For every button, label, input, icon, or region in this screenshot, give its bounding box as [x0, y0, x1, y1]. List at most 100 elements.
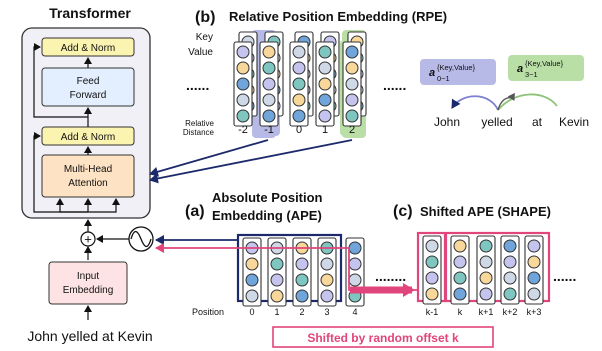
mha-label-2: Attention: [68, 178, 107, 189]
add-norm-top-box: [41, 37, 135, 57]
sinusoid-wave: [130, 230, 152, 248]
a01-sup: {Key,Value}: [437, 63, 476, 72]
embedding-cell: [345, 109, 359, 123]
embedding-cell: [318, 93, 332, 107]
input-embedding-label-1: Input: [77, 271, 99, 282]
embedding-cell: [348, 273, 362, 287]
a01-base: a: [429, 67, 435, 79]
feed-forward-label-2: Forward: [70, 90, 107, 101]
relative-distance-value: -1: [264, 124, 274, 136]
shape-column: [450, 235, 470, 305]
transformer-internal-arrows: [33, 43, 120, 320]
embedding-cell: [236, 45, 250, 59]
relative-distance-value: 0: [296, 124, 302, 136]
embedding-cell: [453, 255, 467, 269]
shape-column: [524, 235, 544, 305]
embedding-cell: [348, 257, 362, 271]
ape-position-value: 4: [352, 307, 357, 317]
relative-distance-value: 2: [349, 124, 355, 136]
embedding-cell: [318, 61, 332, 75]
shape-column: [476, 235, 496, 305]
ape-frame: [236, 233, 343, 303]
rpe-value-column: [315, 41, 335, 127]
shape-position-value: k+1: [479, 307, 494, 317]
embedding-cell: [236, 109, 250, 123]
shape-dots: ......: [553, 268, 576, 284]
add-operator-symbol: +: [84, 232, 92, 247]
input-sentence: John yelled at Kevin: [27, 328, 152, 344]
embedding-cell: [425, 271, 439, 285]
position-label: Position: [192, 307, 224, 317]
embedding-cell: [295, 257, 309, 271]
add-operator-circle: [80, 231, 96, 247]
embedding-cell: [292, 109, 306, 123]
embedding-cell: [292, 61, 306, 75]
embedding-cell: [245, 273, 259, 287]
embedding-cell: [318, 109, 332, 123]
embedding-cell: [503, 287, 517, 301]
value-label: Value: [188, 47, 213, 58]
a01-sub: 0−1: [437, 74, 450, 83]
a31-sub: 3−1: [525, 70, 538, 79]
rpe-value-column: [259, 41, 279, 127]
shift-label: Shifted by random offset k: [307, 331, 459, 345]
rpe-value-column: [342, 41, 362, 127]
rpe-dots-left: ......: [186, 77, 209, 93]
embedding-cell: [245, 257, 259, 271]
ape-position-value: 1: [274, 307, 279, 317]
embedding-cell: [479, 287, 493, 301]
embedding-cell: [527, 239, 541, 253]
ape-title-1: Absolute Position: [212, 190, 323, 205]
embedding-cell: [262, 109, 276, 123]
embedding-cell: [503, 239, 517, 253]
embedding-cell: [479, 271, 493, 285]
ape-column: [242, 237, 262, 307]
shape-title: Shifted APE (SHAPE): [420, 204, 551, 219]
key-label: Key: [196, 32, 213, 43]
transformer-title: Transformer: [49, 5, 131, 21]
shape-frame-k: [444, 231, 551, 303]
embedding-cell: [425, 255, 439, 269]
feed-forward-label-1: Feed: [77, 76, 100, 87]
embedding-cell: [320, 257, 334, 271]
embedding-cell: [270, 289, 284, 303]
shape-column: [500, 235, 520, 305]
embedding-cell: [262, 77, 276, 91]
embedding-cell: [503, 255, 517, 269]
embedding-cell: [345, 61, 359, 75]
relative-distance-value: 1: [322, 124, 328, 136]
ape-embedding-columns: [242, 235, 544, 307]
mha-label-1: Multi-Head: [64, 164, 112, 175]
ape-title-2: Embedding (APE): [212, 208, 322, 223]
embedding-cell: [236, 77, 250, 91]
embedding-cell: [262, 93, 276, 107]
embedding-cell: [262, 45, 276, 59]
a31-sup: {Key,Value}: [525, 59, 564, 68]
embedding-cell: [453, 287, 467, 301]
embedding-cell: [270, 273, 284, 287]
embedding-cell: [479, 255, 493, 269]
ape-position-value: 3: [324, 307, 329, 317]
embedding-cell: [425, 239, 439, 253]
embedding-cell: [292, 45, 306, 59]
shape-position-value: k+2: [503, 307, 518, 317]
multi-head-attention-box: [41, 154, 135, 198]
embedding-cell: [245, 289, 259, 303]
arc-grey: [497, 92, 515, 111]
embedding-cell: [503, 271, 517, 285]
embedding-cell: [453, 271, 467, 285]
embedding-cell: [270, 257, 284, 271]
relative-distance-label-1: Relative: [185, 119, 214, 128]
embedding-cell: [295, 289, 309, 303]
input-embedding-box: [48, 261, 128, 305]
ape-column: [317, 237, 337, 307]
embedding-cell: [527, 255, 541, 269]
shape-position-value: k-1: [426, 307, 439, 317]
rpe-tag: (b): [195, 9, 215, 26]
rpe-embedding-columns: [233, 31, 367, 127]
embedding-cell: [425, 287, 439, 301]
